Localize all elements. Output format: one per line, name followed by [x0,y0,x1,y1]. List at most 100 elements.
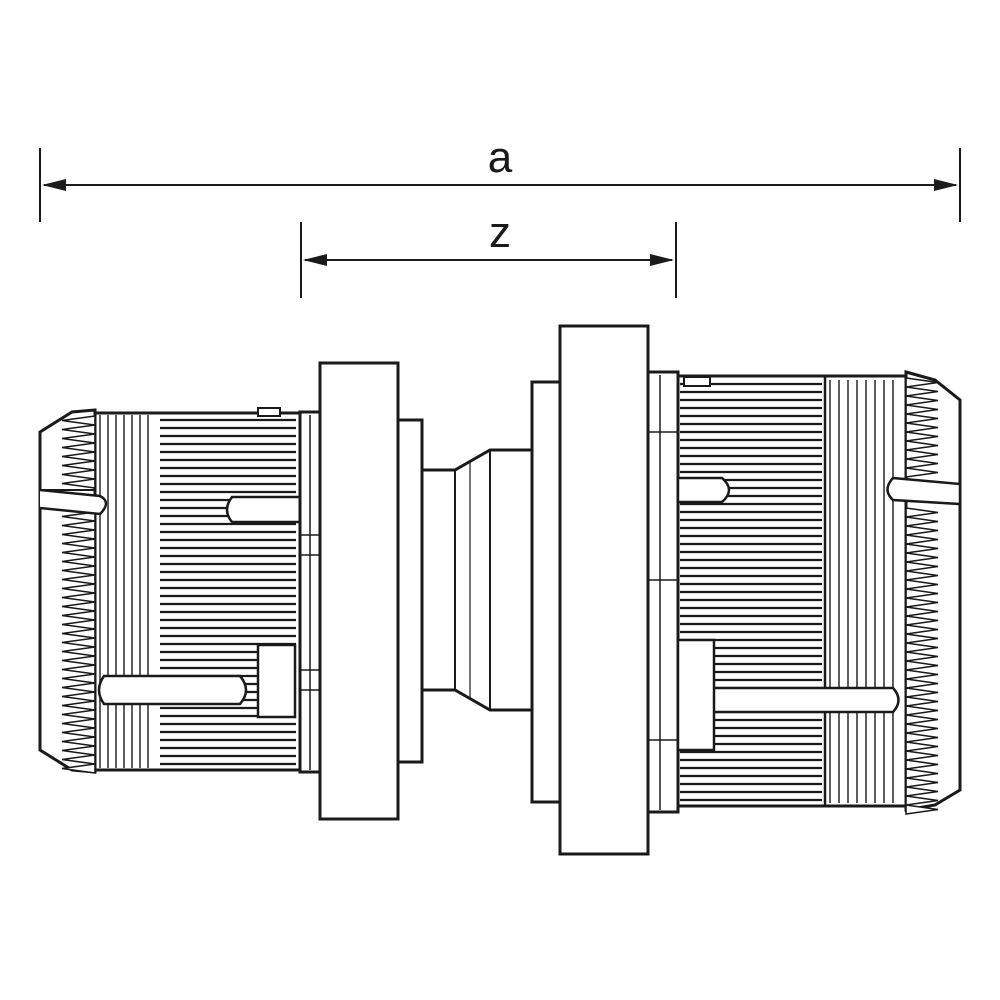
arrowhead-left [42,179,66,191]
grip-tooth [905,579,939,590]
grip-tooth [905,561,939,572]
grip-tooth [905,395,939,406]
grip-tooth [905,804,939,815]
grip-tooth [905,570,939,581]
grip-tooth [905,732,939,743]
grip-tooth [61,745,96,756]
grip-tooth [61,574,96,585]
grip-tooth [905,714,939,725]
dimension-z: z [300,208,677,298]
arrowhead-right [934,179,958,191]
grip-tooth [905,624,939,635]
grip-tooth [61,538,96,549]
right-collar [646,370,680,814]
grip-tooth [61,415,96,426]
center-spigot [418,448,534,712]
grip-tooth [61,646,96,657]
grip-tooth [905,705,939,716]
grip-tooth [61,556,96,567]
grip-tooth [61,619,96,630]
grip-tooth [905,786,939,797]
grip-tooth [61,718,96,729]
grip-tooth [905,516,939,527]
grip-tooth [905,687,939,698]
left-end-teeth [61,415,96,774]
grip-tooth [61,655,96,666]
grip-tooth [905,777,939,788]
grip-tooth [61,460,96,471]
grip-tooth [905,458,939,469]
grip-tooth [905,588,939,599]
grip-tooth [61,610,96,621]
right-grip-ribs [680,380,894,803]
grip-tooth [905,449,939,460]
right-flange [530,324,650,856]
grip-tooth [61,433,96,444]
grip-tooth [905,440,939,451]
grip-tooth [61,424,96,435]
grip-tooth [61,673,96,684]
dimension-a: a [39,133,961,222]
grip-tooth [61,565,96,576]
arrowhead-left [303,254,327,266]
grip-tooth [905,741,939,752]
grip-tooth [61,451,96,462]
grip-tooth [905,660,939,671]
grip-tooth [61,628,96,639]
grip-tooth [61,592,96,603]
right-end-teeth [905,377,939,815]
grip-tooth [905,696,939,707]
grip-tooth [61,727,96,738]
grip-tooth [61,736,96,747]
grip-tooth [61,442,96,453]
grip-tooth [61,547,96,558]
grip-tooth [905,413,939,424]
grip-tooth [61,763,96,774]
grip-tooth [905,750,939,761]
grip-tooth [905,768,939,779]
grip-tooth [905,759,939,770]
grip-tooth [61,478,96,489]
grip-tooth [905,633,939,644]
grip-tooth [61,601,96,612]
grip-tooth [905,534,939,545]
fitting-body [38,324,962,856]
left-compression-nut [38,407,302,774]
grip-tooth [905,597,939,608]
grip-tooth [905,642,939,653]
grip-tooth [61,691,96,702]
grip-tooth [61,583,96,594]
grip-tooth [905,377,939,388]
grip-tooth [61,469,96,480]
grip-tooth [905,386,939,397]
grip-tooth [905,422,939,433]
dimension-label-z: z [489,208,511,257]
grip-tooth [905,507,939,518]
grip-tooth [61,754,96,765]
grip-tooth [905,678,939,689]
left-flange [318,361,424,821]
grip-tooth [61,520,96,531]
grip-tooth [905,404,939,415]
grip-tooth [905,651,939,662]
grip-tooth [905,723,939,734]
grip-tooth [61,682,96,693]
grip-tooth [61,511,96,522]
grip-tooth [905,669,939,680]
grip-tooth [905,615,939,626]
grip-tooth [905,431,939,442]
grip-tooth [905,552,939,563]
grip-tooth [905,525,939,536]
right-compression-nut [676,370,962,815]
grip-tooth [905,606,939,617]
dimension-label-a: a [488,133,513,182]
arrowhead-right [650,254,674,266]
grip-tooth [61,529,96,540]
grip-tooth [905,795,939,806]
grip-tooth [61,637,96,648]
grip-tooth [905,467,939,478]
grip-tooth [61,709,96,720]
grip-tooth [61,700,96,711]
grip-tooth [61,664,96,675]
